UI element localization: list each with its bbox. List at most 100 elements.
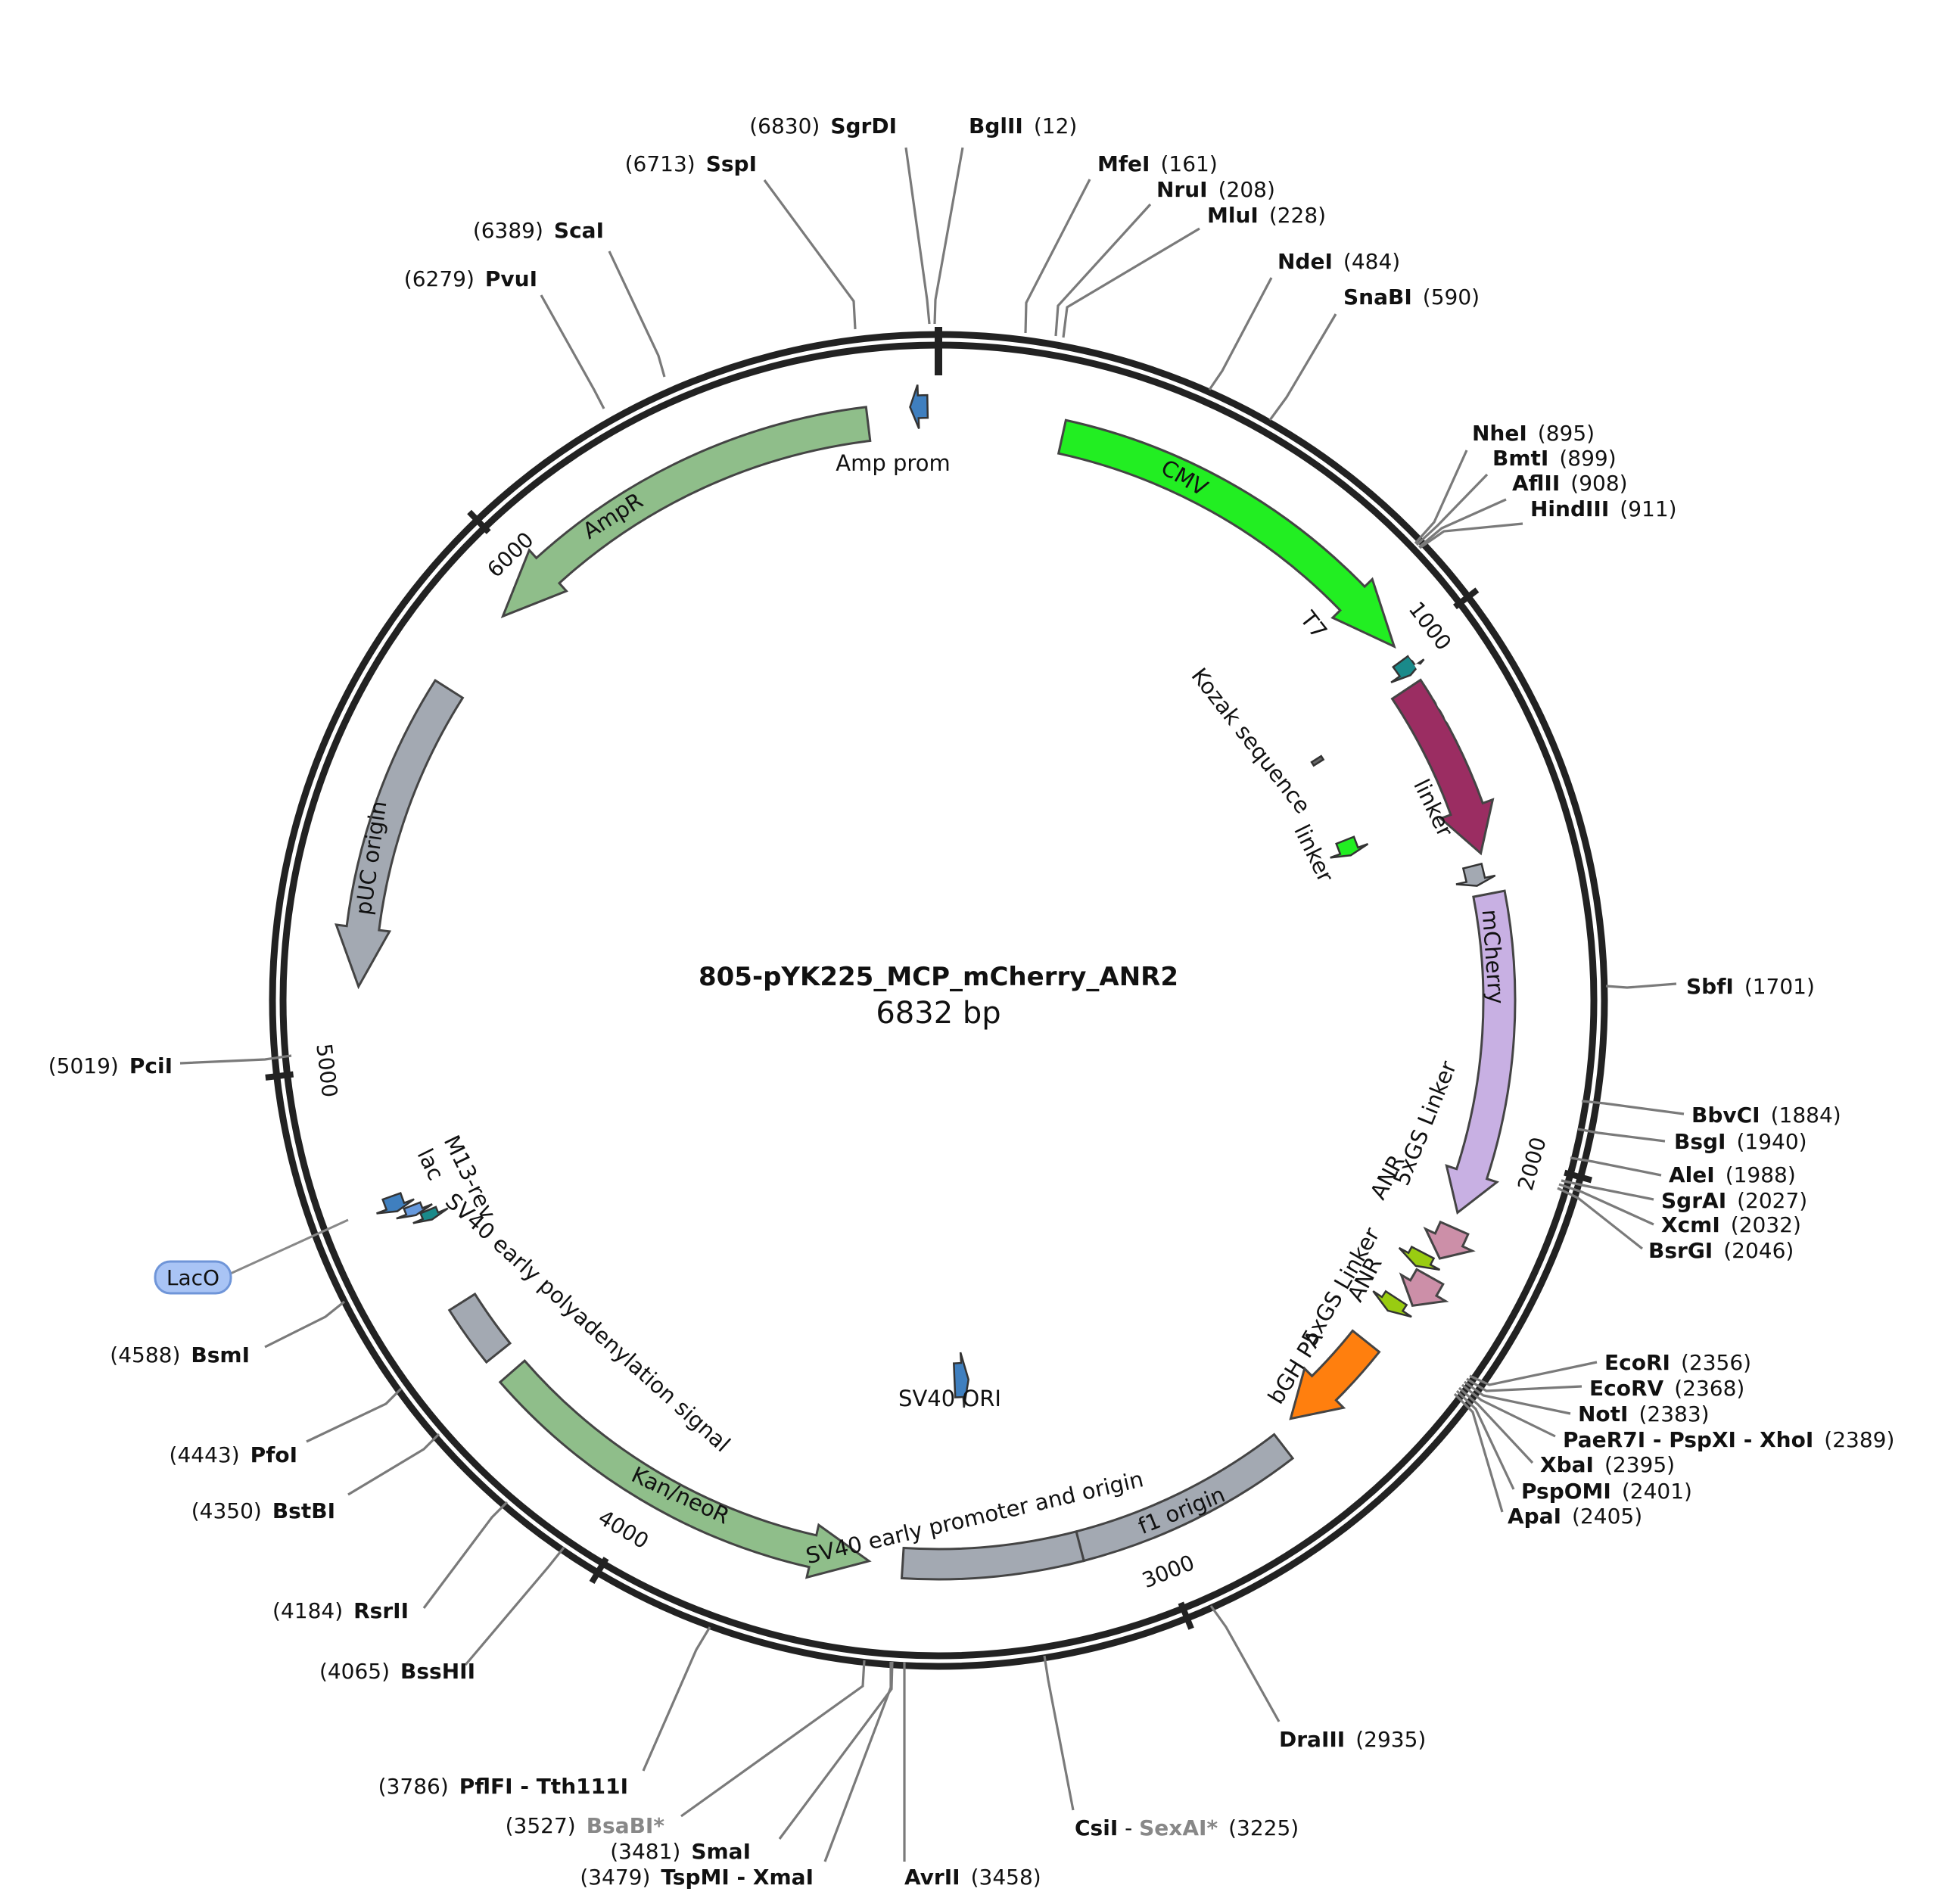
label-f1-origin: f1 origin [1134,1481,1228,1539]
site-aflii[interactable]: AflII(908) [1512,471,1628,496]
feature-t7[interactable] [1390,654,1425,683]
site-line-tspmi [823,1662,892,1862]
site-line-sgrdi [904,147,931,325]
site-line-ndei [1208,277,1273,390]
site-bstbi[interactable]: (4350)BstBI [191,1498,335,1523]
feature-kan-neor[interactable] [498,1358,872,1579]
laco-marker: LacO [154,1218,349,1295]
site-line-pfoi [306,1387,403,1443]
site-sgrai[interactable]: SgrAI(2027) [1661,1188,1807,1213]
feature-cmv[interactable] [1057,418,1396,649]
site-line-rsrii [422,1501,509,1609]
site-tspmi-xmai[interactable]: (3479)TspMI - XmaI [580,1865,814,1890]
feature-lac-1[interactable] [396,1201,433,1220]
feature-lac-2[interactable] [412,1206,449,1224]
site-paer7i-pspxi-xhoi[interactable]: PaeR7I - PspXI - XhoI(2389) [1563,1427,1894,1452]
site-bsshii[interactable]: (4065)BssHII [319,1659,475,1684]
feature-sv40-ori[interactable] [952,1352,969,1408]
site-bglii[interactable]: BglII(12) [969,114,1077,138]
site-sbfi[interactable]: SbfI(1701) [1686,974,1815,999]
site-bmti[interactable]: BmtI(899) [1492,446,1617,471]
feature-ms2-n55k[interactable] [1390,678,1495,856]
site-line-xbai [1458,1386,1534,1464]
feature-linker-2[interactable] [1330,835,1369,859]
laco-box[interactable] [154,1260,232,1295]
site-noti[interactable]: NotI(2383) [1578,1402,1710,1426]
site-pspomi[interactable]: PspOMI(2401) [1521,1479,1692,1504]
feature-linker-1[interactable] [1455,862,1496,887]
features [335,406,1517,1581]
site-bsabi[interactable]: (3527)BsaBI* [506,1813,665,1838]
feature-mcherry[interactable] [1445,889,1517,1215]
site-line-smai [778,1661,894,1840]
feature-bgh-pa[interactable] [1289,1329,1381,1420]
site-line-csii [1043,1655,1075,1811]
site-nrui[interactable]: NruI(208) [1156,177,1275,202]
site-alei[interactable]: AleI(1988) [1669,1162,1796,1187]
site-mfei[interactable]: MfeI(161) [1097,151,1218,176]
site-draiii[interactable]: DraIII(2935) [1279,1727,1426,1752]
site-bsmi[interactable]: (4588)BsmI [110,1342,250,1367]
feature-anr-2[interactable] [1399,1268,1449,1307]
site-apai[interactable]: ApaI(2405) [1508,1504,1642,1529]
feature-puc-origin[interactable] [335,679,465,990]
label-kozak: Kozak sequence [1186,663,1315,818]
site-line-bmti [1415,473,1489,546]
site-scai[interactable]: (6389)ScaI [473,218,604,243]
feature-anr-1[interactable] [1423,1220,1476,1260]
site-line-apai [1453,1392,1504,1513]
site-line-pvui [540,294,605,409]
site-xbai[interactable]: XbaI(2395) [1540,1452,1675,1477]
feature-5xgs-linker-2[interactable] [1372,1290,1412,1318]
site-sgrdi[interactable]: (6830)SgrDI [749,114,897,138]
label-sv40-ori: SV40 ORI [898,1386,1001,1411]
tick-label-4000: 4000 [594,1505,653,1554]
site-ndei[interactable]: NdeI(484) [1277,249,1400,274]
tick-5000 [265,1071,294,1081]
site-line-noti [1464,1380,1571,1415]
site-avrii[interactable]: AvrII(3458) [904,1865,1041,1890]
site-line-bsgi [1577,1128,1666,1143]
site-line-bsshii [464,1547,565,1666]
site-bsrgi[interactable]: BsrGI(2046) [1648,1238,1794,1263]
site-labels: (6830)SgrDI BglII(12) (6713)SspI MfeI(16… [48,114,1895,1890]
site-pvui[interactable]: (6279)PvuI [404,266,537,291]
site-csii-sexai[interactable]: CsiI - SexAI*(3225) [1075,1815,1299,1840]
feature-ampr[interactable] [500,406,872,618]
site-mlui[interactable]: MluI(228) [1207,203,1326,228]
site-hindiii[interactable]: HindIII(911) [1530,496,1677,521]
tick-marks: 1000 2000 3000 4000 5000 6000 [265,509,1592,1630]
site-bbvci[interactable]: BbvCI(1884) [1691,1103,1841,1128]
site-sspi[interactable]: (6713)SspI [625,151,757,176]
tick-label-3000: 3000 [1138,1550,1197,1593]
site-pcii[interactable]: (5019)PciI [48,1053,173,1078]
feature-sv40-early-promoter[interactable] [900,1529,1085,1581]
site-line-aflii [1418,498,1507,549]
site-line-alei [1570,1156,1662,1177]
site-xcmi[interactable]: XcmI(2032) [1661,1212,1801,1237]
restriction-sites [179,147,1685,1862]
laco-leader [226,1218,349,1277]
site-rsrii[interactable]: (4184)RsrII [272,1598,409,1623]
site-pflfi-tth111i[interactable]: (3786)PflFI - Tth111I [378,1774,628,1799]
site-bsgi[interactable]: BsgI(1940) [1674,1129,1807,1154]
site-line-sspi [763,179,857,330]
site-line-pflfi [642,1626,711,1772]
site-snabi[interactable]: SnaBI(590) [1343,285,1480,310]
feature-kozak[interactable] [1310,754,1325,767]
site-pfoi[interactable]: (4443)PfoI [170,1442,297,1467]
site-line-xcmi [1558,1183,1654,1226]
site-nhei[interactable]: NheI(895) [1472,421,1595,446]
feature-m13-rev[interactable] [376,1192,415,1215]
feature-5xgs-linker-1[interactable] [1398,1245,1441,1271]
site-line-nhei [1414,450,1468,545]
tick-6000 [467,509,491,534]
site-ecorv[interactable]: EcoRV(2368) [1589,1376,1744,1401]
site-smai[interactable]: (3481)SmaI [610,1839,751,1864]
feature-sv40-polya[interactable] [447,1292,512,1364]
site-line-bglii [933,147,964,325]
tick-3000 [1178,1601,1194,1630]
site-ecori[interactable]: EcoRI(2356) [1604,1350,1751,1375]
feature-amp-prom[interactable] [909,384,929,429]
